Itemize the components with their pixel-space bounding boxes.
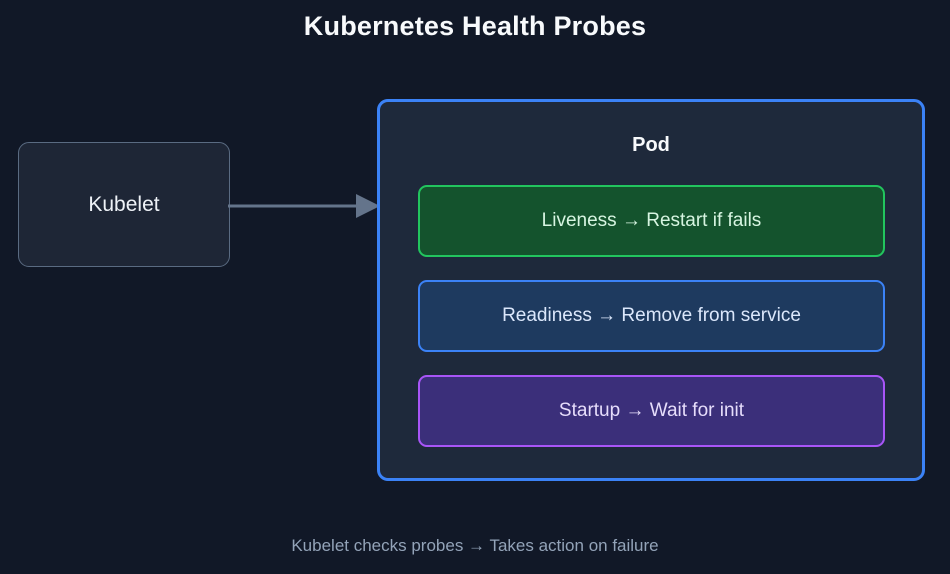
probe-box-startup[interactable]: Startup → Wait for init xyxy=(418,375,885,447)
probe-box-liveness[interactable]: Liveness → Restart if fails xyxy=(418,185,885,257)
pod-title: Pod xyxy=(632,134,670,156)
kubelet-node[interactable]: Kubelet xyxy=(18,142,230,267)
kubelet-label: Kubelet xyxy=(88,192,160,216)
footer-caption: Kubelet checks probes → Takes action on … xyxy=(291,536,659,555)
probe-box-readiness[interactable]: Readiness → Remove from service xyxy=(418,280,885,352)
probe-label-liveness: Liveness → Restart if fails xyxy=(541,210,762,231)
probe-label-readiness: Readiness → Remove from service xyxy=(502,305,801,326)
pod-container[interactable]: Pod Liveness → Restart if fails Readines… xyxy=(377,99,925,481)
probe-label-startup: Startup → Wait for init xyxy=(558,400,745,421)
arrow-right-icon xyxy=(228,194,380,218)
page-title: Kubernetes Health Probes xyxy=(303,11,647,41)
